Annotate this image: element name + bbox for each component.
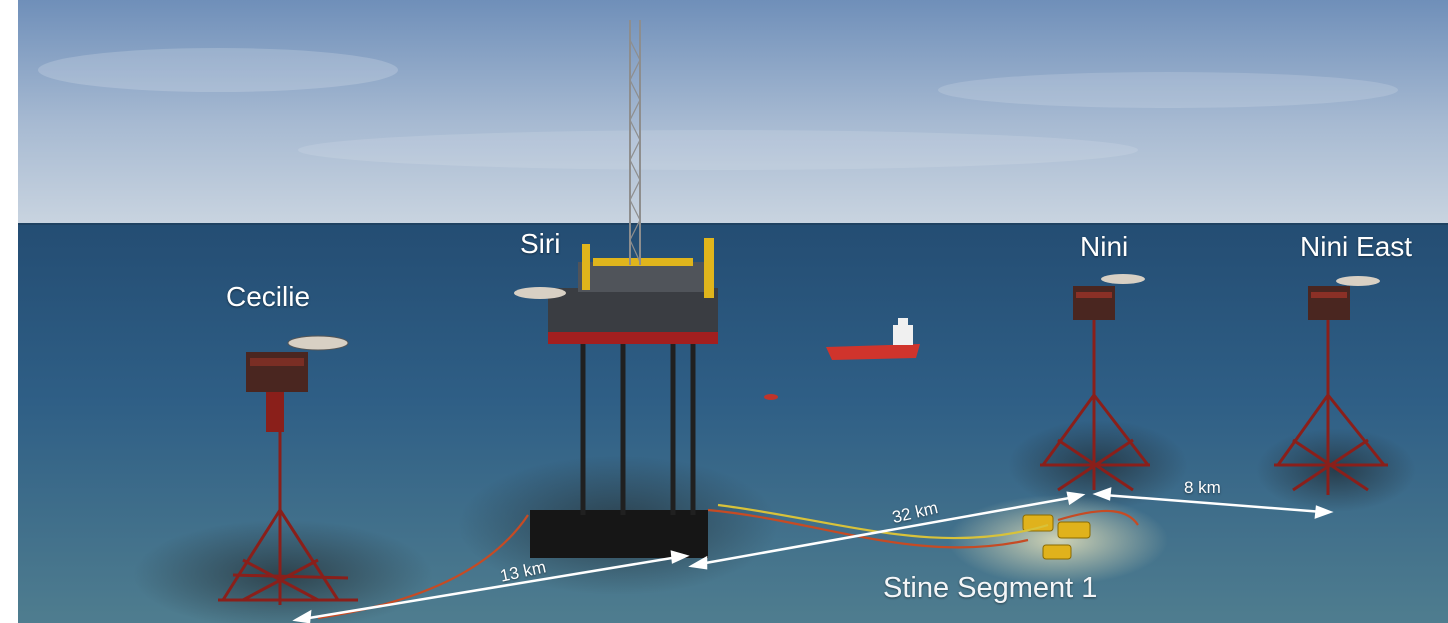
distance-nini-nini-east: 8 km [1184,478,1221,497]
cecilie-label: Cecilie [226,281,311,312]
distance-arrows [292,487,1334,623]
siri-platform [514,20,718,558]
nini-label: Nini [1080,231,1129,262]
cecilie-platform [218,335,358,605]
siri-label: Siri [520,228,561,259]
nini-platform [1040,274,1150,492]
nini-east-platform [1274,276,1388,495]
supply-ship [826,318,920,360]
stine-segment-label: Stine Segment 1 [883,572,1098,604]
offshore-field-illustration [18,0,1448,623]
stine-template [1022,514,1091,560]
sky [18,0,1448,225]
nini-east-label: Nini East [1300,231,1413,262]
